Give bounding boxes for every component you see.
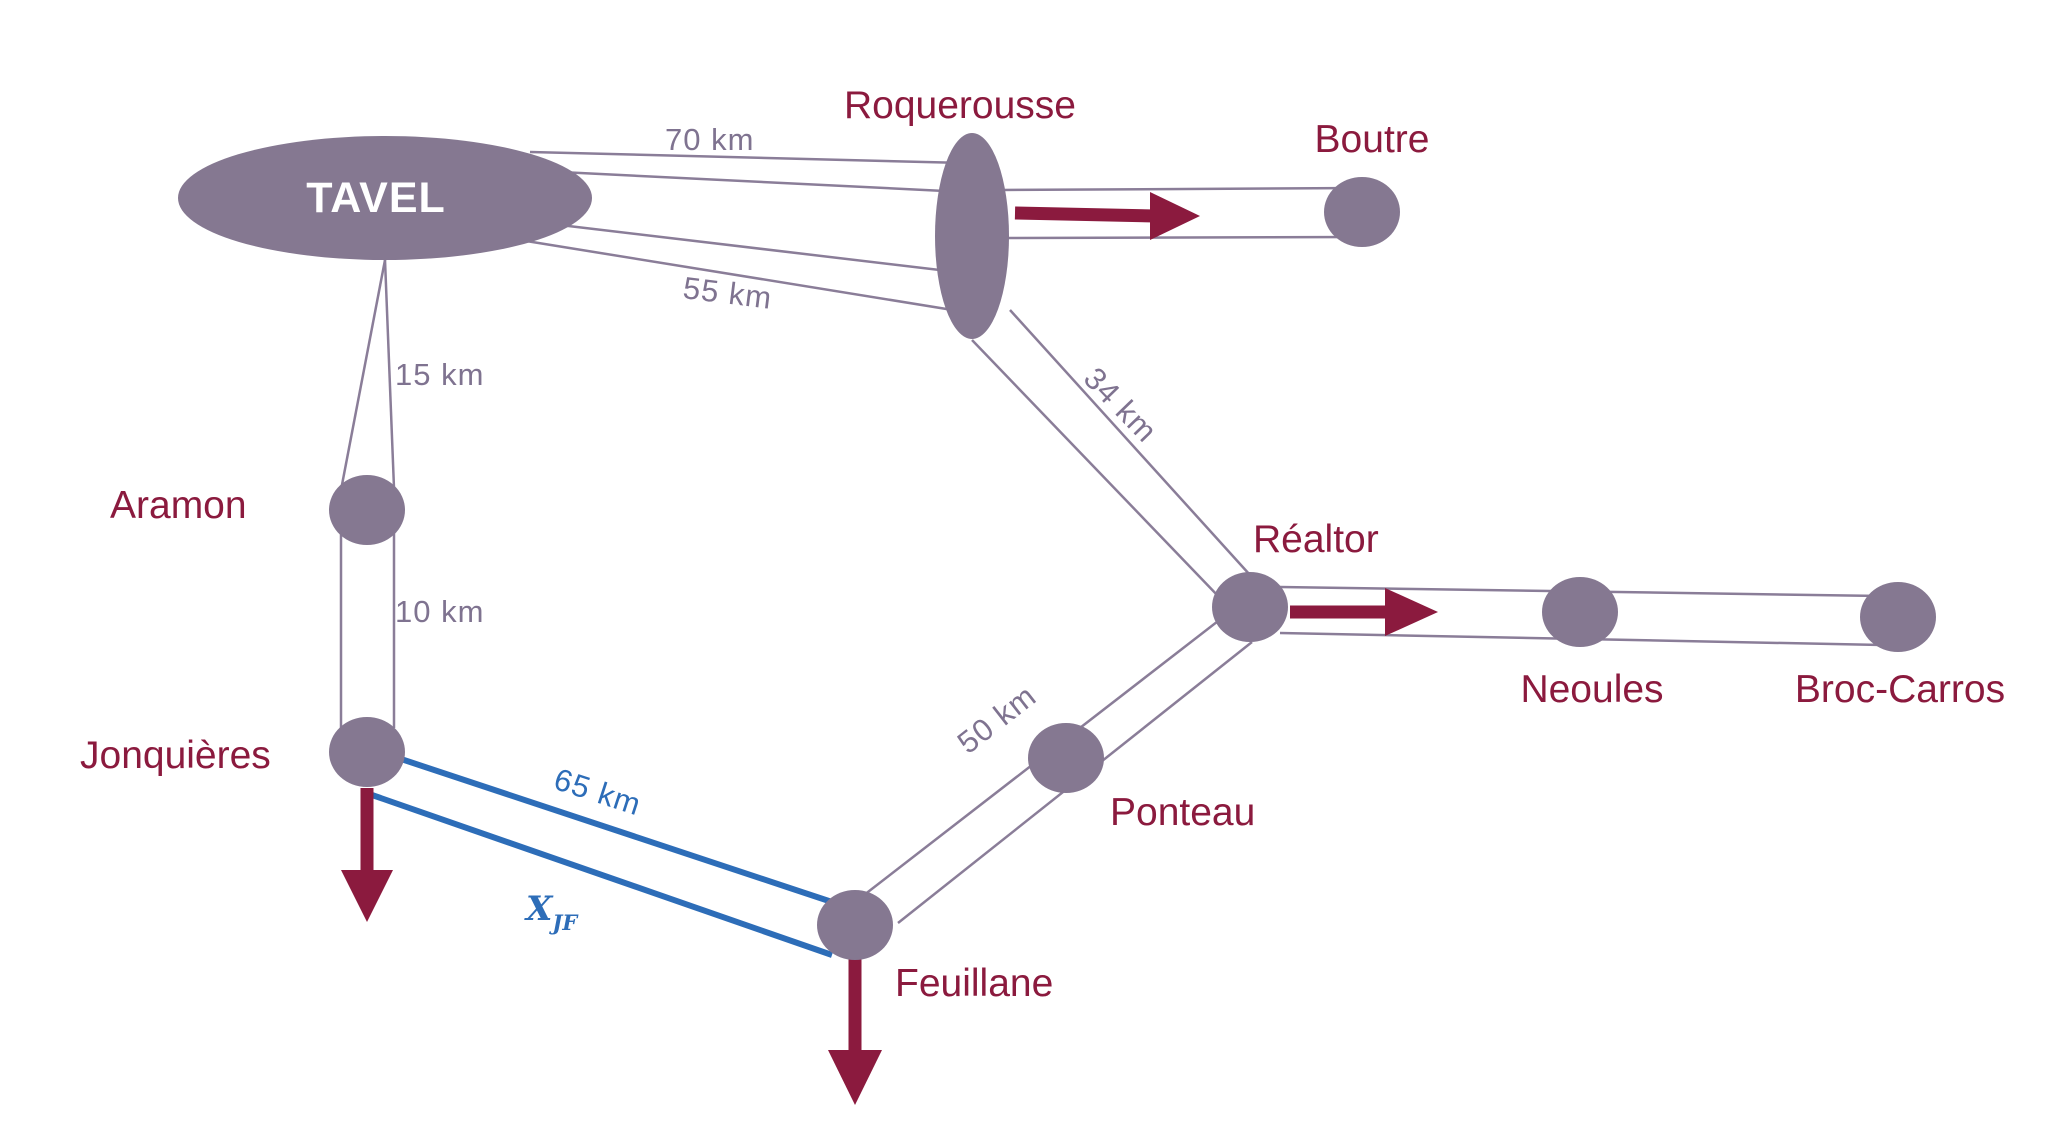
pipe-jonquieres-feuillane — [371, 755, 833, 958]
flow-variable-label: XJF — [524, 889, 579, 935]
pipe-roquerousse-boutre — [999, 186, 1361, 240]
node-tavel — [178, 136, 592, 260]
distance-label-tavel-roquerousse-55: 55 km — [681, 270, 774, 316]
distance-label-realtor-feuillane: 50 km — [951, 678, 1043, 761]
node-broc-carros — [1860, 582, 1936, 652]
arrow-realtor-east — [1290, 588, 1438, 636]
label-tavel: TAVEL — [306, 174, 446, 222]
distance-label-tavel-aramon: 15 km — [395, 357, 484, 392]
label-roquerousse: Roquerousse — [844, 84, 1076, 127]
label-neoules: Neoules — [1520, 668, 1663, 711]
node-boutre — [1324, 177, 1400, 247]
label-ponteau: Ponteau — [1110, 791, 1255, 834]
distance-label-tavel-roquerousse-70: 70 km — [665, 122, 754, 157]
distance-label-aramon-jonquieres: 10 km — [395, 594, 484, 629]
node-ponteau — [1028, 723, 1104, 793]
node-jonquieres — [329, 717, 405, 787]
pipe-tavel-roquerousse-70 — [529, 150, 966, 194]
node-realtor — [1212, 572, 1288, 642]
node-aramon — [329, 475, 405, 545]
label-realtor: Réaltor — [1253, 518, 1379, 561]
label-boutre: Boutre — [1315, 118, 1430, 161]
pipe-tavel-aramon — [339, 259, 396, 491]
pipe-aramon-jonquieres — [339, 530, 396, 728]
pipe-roquerousse-realtor — [971, 309, 1251, 599]
arrow-jonquieres-down — [341, 788, 393, 922]
distance-label-roquerousse-realtor: 34 km — [1077, 361, 1164, 450]
label-jonquieres: Jonquières — [80, 734, 271, 777]
node-neoules — [1542, 577, 1618, 647]
arrow-feuillane-down — [828, 955, 882, 1105]
flow-variable-subscript: JF — [548, 910, 579, 935]
flow-variable-base: X — [524, 889, 554, 929]
label-feuillane: Feuillane — [895, 962, 1053, 1005]
pipe-tavel-roquerousse-55 — [519, 223, 966, 314]
label-aramon: Aramon — [110, 484, 247, 527]
label-broc-carros: Broc-Carros — [1795, 668, 2005, 711]
node-feuillane — [817, 890, 893, 960]
arrow-roquerousse-boutre — [1014, 192, 1200, 240]
node-roquerousse — [935, 133, 1009, 339]
